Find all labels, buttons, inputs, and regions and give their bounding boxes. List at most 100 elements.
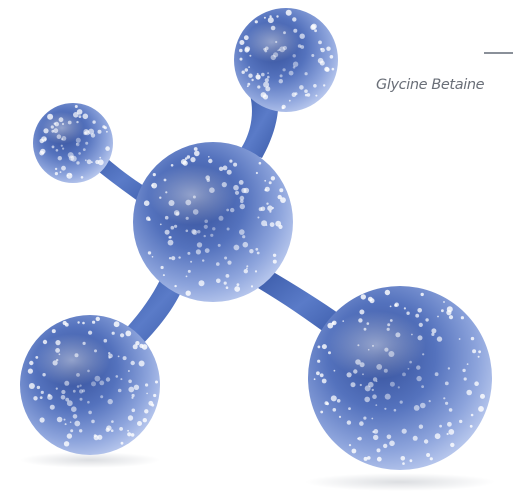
- texture-dot: [293, 28, 298, 33]
- texture-dot: [310, 24, 316, 30]
- texture-dot: [182, 160, 188, 166]
- texture-dot: [355, 359, 361, 365]
- texture-dot: [332, 408, 337, 412]
- texture-dot: [357, 344, 360, 347]
- texture-dot: [192, 195, 196, 199]
- texture-dot: [411, 333, 413, 336]
- texture-dot: [407, 367, 410, 370]
- texture-dot: [323, 84, 326, 87]
- texture-dot: [342, 320, 345, 322]
- texture-dot: [35, 356, 39, 359]
- texture-dot: [247, 82, 251, 86]
- texture-dot: [281, 104, 286, 109]
- texture-dot: [239, 40, 245, 45]
- texture-dot: [49, 404, 55, 410]
- atom-top-left: [33, 103, 113, 183]
- texture-dot: [450, 442, 455, 448]
- texture-dot: [386, 327, 390, 331]
- texture-dot: [292, 17, 297, 22]
- texture-dot: [195, 249, 201, 255]
- texture-dot: [336, 399, 341, 403]
- texture-dot: [372, 394, 377, 400]
- texture-dot: [394, 302, 399, 307]
- texture-dot: [55, 348, 60, 353]
- texture-dot: [204, 219, 208, 224]
- texture-dot: [273, 52, 279, 58]
- texture-dot: [320, 47, 323, 51]
- texture-dot: [221, 182, 227, 188]
- texture-dot: [258, 207, 263, 212]
- texture-dot: [146, 216, 151, 221]
- texture-dot: [416, 365, 421, 370]
- texture-dot: [69, 173, 72, 176]
- texture-dot: [448, 429, 455, 435]
- texture-dot: [205, 175, 210, 180]
- texture-dot: [254, 20, 258, 24]
- texture-dot: [95, 159, 100, 165]
- texture-dot: [99, 156, 102, 159]
- texture-dot: [61, 389, 66, 395]
- texture-dot: [54, 167, 58, 171]
- texture-dot: [389, 440, 395, 447]
- texture-dot: [364, 396, 371, 403]
- texture-dot: [434, 372, 439, 377]
- texture-dot: [315, 94, 318, 97]
- texture-dot: [383, 368, 388, 373]
- texture-dot: [292, 61, 299, 67]
- texture-dot: [403, 307, 406, 310]
- texture-dot: [278, 224, 283, 229]
- texture-dot: [71, 406, 77, 413]
- texture-dot: [185, 229, 189, 233]
- texture-dot: [325, 67, 330, 72]
- texture-dot: [79, 384, 82, 387]
- texture-dot: [329, 55, 334, 59]
- texture-dot: [439, 424, 442, 428]
- texture-dot: [267, 205, 273, 211]
- texture-dot: [82, 341, 86, 345]
- texture-dot: [61, 165, 66, 171]
- texture-dot: [466, 389, 473, 396]
- texture-dot: [425, 318, 429, 322]
- texture-dot: [469, 424, 473, 428]
- texture-dot: [426, 453, 431, 457]
- texture-dot: [363, 327, 367, 331]
- texture-dot: [54, 172, 59, 176]
- texture-dot: [119, 427, 123, 431]
- texture-dot: [42, 373, 46, 377]
- texture-dot: [386, 434, 392, 440]
- texture-dot: [137, 421, 142, 426]
- texture-dot: [448, 408, 453, 412]
- texture-dot: [94, 375, 101, 382]
- texture-dot: [79, 429, 83, 433]
- texture-dot: [264, 186, 270, 192]
- texture-dot: [346, 372, 352, 378]
- texture-dot: [108, 356, 111, 359]
- texture-dot: [218, 215, 224, 221]
- texture-dot: [462, 368, 466, 373]
- texture-dot: [316, 371, 320, 376]
- texture-dot: [92, 320, 96, 324]
- texture-dot: [187, 251, 191, 255]
- texture-dot: [226, 169, 232, 175]
- texture-dot: [299, 85, 304, 90]
- texture-dot: [103, 338, 108, 343]
- texture-dot: [376, 364, 383, 370]
- texture-dot: [288, 70, 294, 76]
- texture-dot: [115, 375, 119, 378]
- texture-dot: [66, 400, 73, 407]
- texture-dot: [74, 353, 79, 358]
- texture-dot: [51, 329, 56, 334]
- atom-bottom-left: [20, 315, 160, 455]
- texture-dot: [141, 344, 148, 350]
- texture-dot: [373, 429, 379, 434]
- texture-dot: [164, 215, 169, 220]
- texture-dot: [251, 78, 254, 82]
- texture-dot: [321, 378, 327, 384]
- texture-dot: [263, 81, 270, 88]
- texture-dot: [159, 223, 162, 226]
- texture-dot: [185, 275, 188, 278]
- texture-dot: [178, 256, 181, 259]
- texture-dot: [244, 68, 248, 72]
- texture-dot: [216, 262, 220, 266]
